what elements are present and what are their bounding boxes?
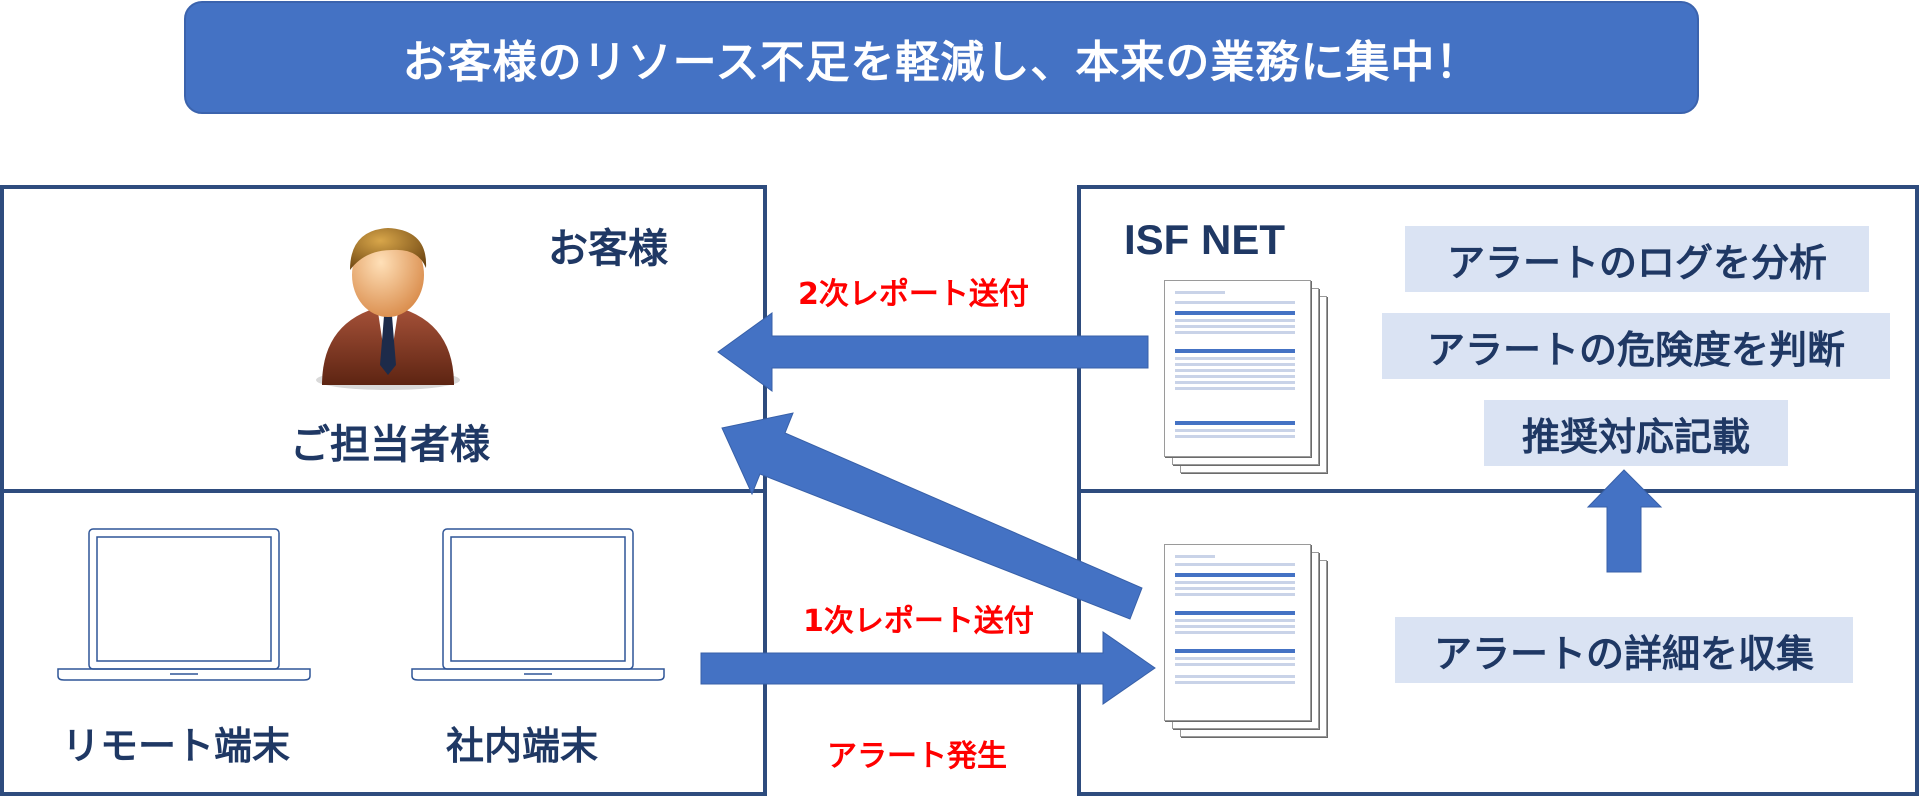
tag-collect-details: アラートの詳細を収集	[1395, 617, 1853, 683]
tag-analyze-logs: アラートのログを分析	[1405, 226, 1869, 292]
customer-panel-bottom	[0, 489, 767, 796]
tag-recommend-action: 推奨対応記載	[1484, 400, 1788, 466]
headline-banner: お客様のリソース不足を軽減し、本来の業務に集中！	[184, 1, 1699, 114]
office-terminal-label: 社内端末	[446, 724, 599, 768]
first-report-label: 1次レポート送付	[803, 604, 1034, 639]
isf-heading: ISF NET	[1124, 216, 1286, 263]
second-report-label: 2次レポート送付	[798, 277, 1029, 312]
tag-judge-risk: アラートの危険度を判断	[1382, 313, 1890, 379]
person-label: ご担当者様	[290, 422, 490, 468]
headline-text: お客様のリソース不足を軽減し、本来の業務に集中！	[402, 36, 1481, 88]
alert-occurs-label: アラート発生	[827, 739, 1007, 774]
remote-terminal-label: リモート端末	[62, 724, 291, 768]
customer-heading: お客様	[548, 226, 668, 272]
